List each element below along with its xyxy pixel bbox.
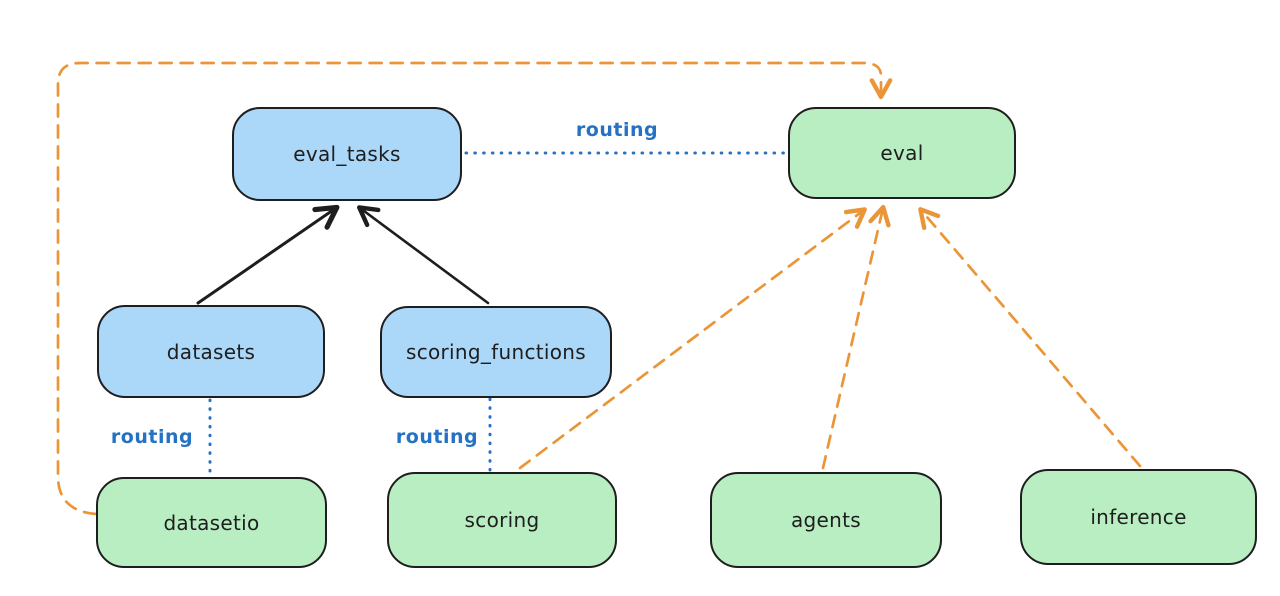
- arrow-scoring-functions-to-eval-tasks: [357, 205, 490, 305]
- node-agents: agents: [710, 472, 942, 568]
- routing-label-datasets-datasetio: routing: [110, 426, 194, 448]
- arrow-inference-to-eval: [918, 207, 1142, 468]
- node-datasetio-label: datasetio: [163, 510, 260, 535]
- arrow-agents-to-eval: [821, 204, 891, 470]
- arrow-scoring-to-eval: [518, 207, 867, 470]
- node-scoring: scoring: [387, 472, 617, 568]
- node-eval-tasks-label: eval_tasks: [293, 142, 401, 166]
- routing-label-scoring-functions-scoring: routing: [395, 426, 479, 448]
- node-inference-label: inference: [1090, 505, 1187, 529]
- node-datasetio: datasetio: [96, 477, 327, 568]
- node-datasets: datasets: [97, 305, 325, 398]
- arrow-datasets-to-eval-tasks: [196, 204, 340, 305]
- arrow-datasetio-to-eval: [56, 61, 893, 516]
- node-scoring-functions: scoring_functions: [380, 306, 612, 398]
- routing-label-eval-tasks-eval: routing: [575, 119, 659, 141]
- node-inference: inference: [1020, 469, 1257, 565]
- node-scoring-functions-label: scoring_functions: [405, 340, 587, 364]
- node-agents-label: agents: [791, 508, 861, 532]
- node-datasets-label: datasets: [166, 339, 256, 364]
- node-scoring-label: scoring: [464, 508, 540, 532]
- node-eval: eval: [788, 107, 1016, 199]
- node-eval-label: eval: [880, 141, 924, 165]
- node-eval-tasks: eval_tasks: [232, 107, 462, 201]
